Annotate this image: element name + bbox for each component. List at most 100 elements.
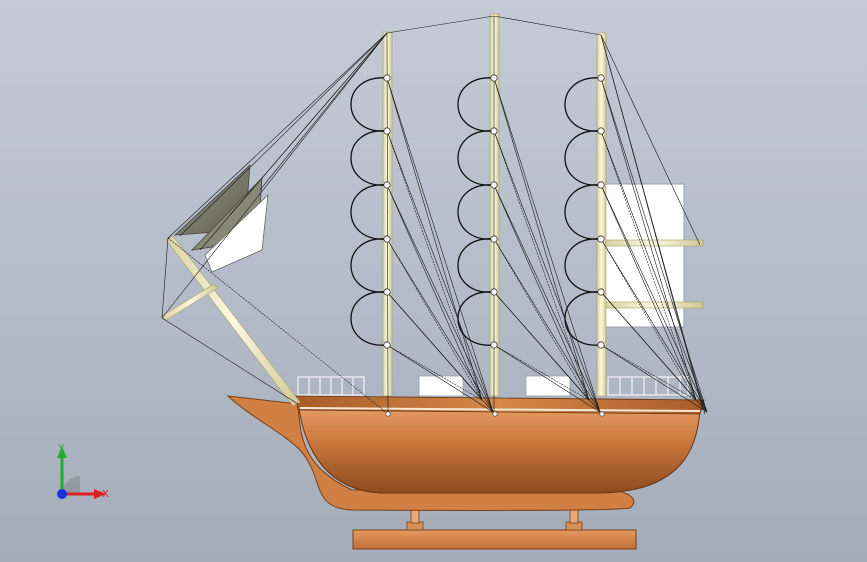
shroud-line (386, 344, 483, 401)
shroud-line (386, 77, 494, 413)
bowsprit[interactable] (165, 235, 301, 407)
shroud-line (600, 344, 697, 401)
display-stand[interactable] (352, 506, 637, 550)
sail-loop (564, 130, 602, 186)
deck-cabin-fore[interactable] (418, 375, 464, 397)
shroud-line (493, 184, 590, 401)
shroud-line (493, 130, 601, 413)
deck-pin (492, 411, 498, 417)
deck-cabin-aft[interactable] (525, 375, 571, 397)
mast-mizzen[interactable] (596, 32, 607, 397)
x-axis-arrow (94, 489, 106, 499)
deck-rail (299, 407, 701, 412)
shroud-line (493, 344, 590, 401)
sail-loop (350, 184, 388, 240)
deck-railing-stern (607, 376, 689, 396)
mast-pin (383, 288, 391, 296)
sail-loop (457, 238, 495, 293)
bowsprit-stay-line (161, 237, 169, 319)
shroud-line (600, 344, 708, 413)
mast-pin (597, 235, 605, 243)
sail-loop (350, 291, 388, 346)
shroud-line (600, 184, 708, 413)
sail-loop (564, 291, 602, 346)
shroud-line (493, 77, 601, 413)
mast-pin (597, 288, 605, 296)
z-axis-dot (57, 489, 67, 499)
shroud-line (386, 77, 483, 401)
jib-sail-white[interactable] (204, 193, 269, 273)
sail-loop (564, 184, 602, 240)
fore-stay-line (161, 32, 388, 319)
shroud-line (386, 130, 483, 401)
sail-loop (350, 77, 388, 132)
mast-pin (597, 341, 605, 349)
axis-triad: Y X (57, 443, 109, 500)
shroud-line (386, 130, 494, 413)
shroud-line (600, 291, 708, 413)
shroud-line (386, 238, 483, 401)
mast-pin (597, 74, 605, 82)
mast-pins (383, 74, 605, 417)
stay-line (386, 15, 495, 34)
shroud-line (600, 34, 706, 415)
mast-pin (490, 181, 498, 189)
x-axis-label: X (102, 489, 109, 500)
shroud-line (386, 184, 483, 401)
bowsprit-stay-line (167, 237, 389, 415)
mast-pin (383, 235, 391, 243)
fore-stay-line (229, 32, 388, 216)
y-axis-label: Y (57, 443, 65, 454)
sail-loop (457, 130, 495, 186)
shroud-line (386, 184, 494, 413)
shroud-line (493, 238, 601, 413)
fore-stay-line (179, 32, 388, 237)
shroud-line (600, 34, 701, 246)
keel[interactable] (226, 395, 635, 511)
rigging-lines (161, 15, 708, 415)
sail-loop (457, 77, 495, 132)
mast-pin (383, 127, 391, 135)
shroud-line (493, 184, 601, 413)
y-axis-arrow (57, 446, 67, 458)
mast-pin (490, 341, 498, 349)
shroud-line (493, 238, 590, 401)
shroud-line (386, 344, 494, 413)
shroud-line (600, 238, 697, 401)
bowsprit-stay-line (161, 317, 299, 405)
mast-pin (490, 288, 498, 296)
stand-base[interactable] (352, 529, 637, 550)
shroud-line (600, 77, 697, 401)
shroud-line (386, 238, 494, 413)
shroud-line (493, 77, 590, 401)
shroud-line (386, 32, 389, 415)
shroud-line (493, 344, 601, 413)
mast-pin (597, 181, 605, 189)
hull[interactable] (297, 402, 701, 494)
triad-arc (62, 476, 80, 494)
fore-stay-line (259, 32, 388, 191)
mast-pin (490, 127, 498, 135)
sail-loop (457, 291, 495, 346)
shroud-line (600, 130, 708, 413)
deck-pin (385, 411, 391, 417)
mast-pin (383, 341, 391, 349)
shroud-line (600, 184, 697, 401)
sail-loop (564, 77, 602, 132)
sail-loop (350, 238, 388, 293)
mast-pin (490, 74, 498, 82)
mast-pin (490, 235, 498, 243)
sail-loops (350, 77, 602, 346)
deck-pin (599, 411, 605, 417)
shroud-line (600, 238, 708, 413)
shroud-line (386, 291, 494, 413)
bowsprit-brace[interactable] (161, 283, 219, 321)
mast-main[interactable] (489, 13, 500, 397)
mast-pin (597, 127, 605, 135)
sail-loop (457, 184, 495, 240)
mast-pin (383, 74, 391, 82)
mast-pin (383, 181, 391, 189)
shroud-line (493, 291, 601, 413)
